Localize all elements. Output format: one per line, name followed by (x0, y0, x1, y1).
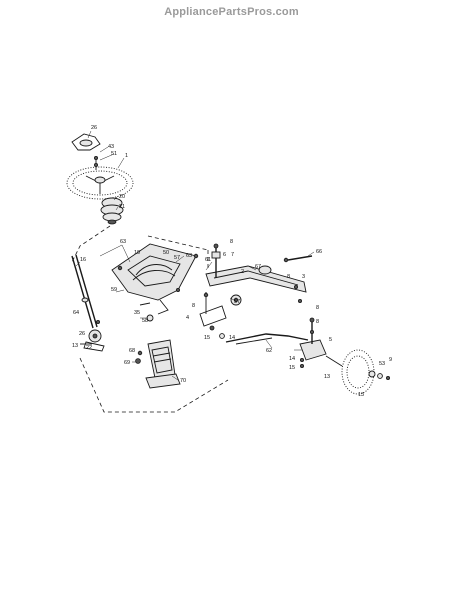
sector-gear (135, 339, 176, 379)
leader-lines (75, 130, 315, 381)
callout-67: 67 (255, 264, 261, 270)
callout-68: 68 (129, 348, 135, 354)
callout-35: 35 (134, 310, 140, 316)
callout-66: 66 (316, 249, 322, 255)
callout-26-left: 26 (79, 331, 85, 337)
callout-59: 59 (111, 287, 117, 293)
steering-support-bracket (111, 243, 199, 322)
callout-21: 21 (119, 204, 125, 210)
callout-1: 1 (125, 153, 128, 159)
callout-53: 53 (379, 361, 385, 367)
callout-7: 7 (231, 252, 234, 258)
callout-8-right: 8 (287, 274, 290, 280)
tie-rod (225, 333, 309, 345)
callout-labels: 26 43 51 1 20 21 63 19 50 57 63 61 16 59… (72, 125, 392, 398)
steering-wheel (66, 155, 134, 200)
drag-link-bolt (283, 255, 313, 263)
callout-13-left: 13 (72, 343, 78, 349)
callout-8-r2: 8 (316, 305, 319, 311)
callout-51: 51 (111, 151, 117, 157)
callout-20: 20 (119, 194, 125, 200)
callout-19: 19 (134, 250, 140, 256)
callout-8-top: 8 (230, 239, 233, 245)
callout-62: 62 (266, 348, 272, 354)
callout-63a: 63 (120, 239, 126, 245)
callout-15-mid: 15 (204, 335, 210, 341)
callout-57a: 57 (174, 255, 180, 261)
callout-15-right: 15 (289, 365, 295, 371)
callout-6: 6 (223, 252, 226, 258)
callout-57b: 57 (234, 299, 240, 305)
callout-16: 16 (80, 257, 86, 263)
callout-8-mid: 8 (192, 303, 195, 309)
steering-cap (71, 133, 101, 151)
callout-50: 50 (163, 250, 169, 256)
steering-boot (100, 197, 124, 225)
pitman-arm (199, 292, 227, 339)
front-axle (205, 265, 307, 306)
lower-steering-gear (80, 319, 105, 352)
mounting-plate (145, 373, 181, 389)
assembly-outline (71, 225, 229, 413)
steering-shaft (71, 254, 98, 329)
callout-5: 5 (329, 337, 332, 343)
callout-69: 69 (124, 360, 130, 366)
callout-9: 9 (389, 357, 392, 363)
callout-3: 3 (302, 274, 305, 280)
callout-14-right: 14 (289, 356, 295, 362)
callout-61: 61 (205, 257, 211, 263)
callout-13-wheel: 13 (358, 392, 364, 398)
callout-43: 43 (108, 144, 114, 150)
spindle-left (211, 243, 221, 278)
callout-8-r3: 8 (316, 319, 319, 325)
spindle-right (299, 317, 343, 368)
callout-14-mid: 14 (229, 335, 235, 341)
callout-64: 64 (73, 310, 79, 316)
callout-4: 4 (186, 315, 189, 321)
callout-2: 2 (241, 269, 244, 275)
callout-58: 58 (142, 318, 148, 324)
callout-63b: 63 (186, 253, 192, 259)
callout-13-right: 13 (324, 374, 330, 380)
front-wheel-hub (341, 349, 390, 395)
callout-22: 22 (86, 345, 92, 351)
callout-26-top: 26 (91, 125, 97, 131)
callout-70: 70 (180, 378, 186, 384)
watermark: AppliancePartsPros.com (164, 6, 299, 18)
